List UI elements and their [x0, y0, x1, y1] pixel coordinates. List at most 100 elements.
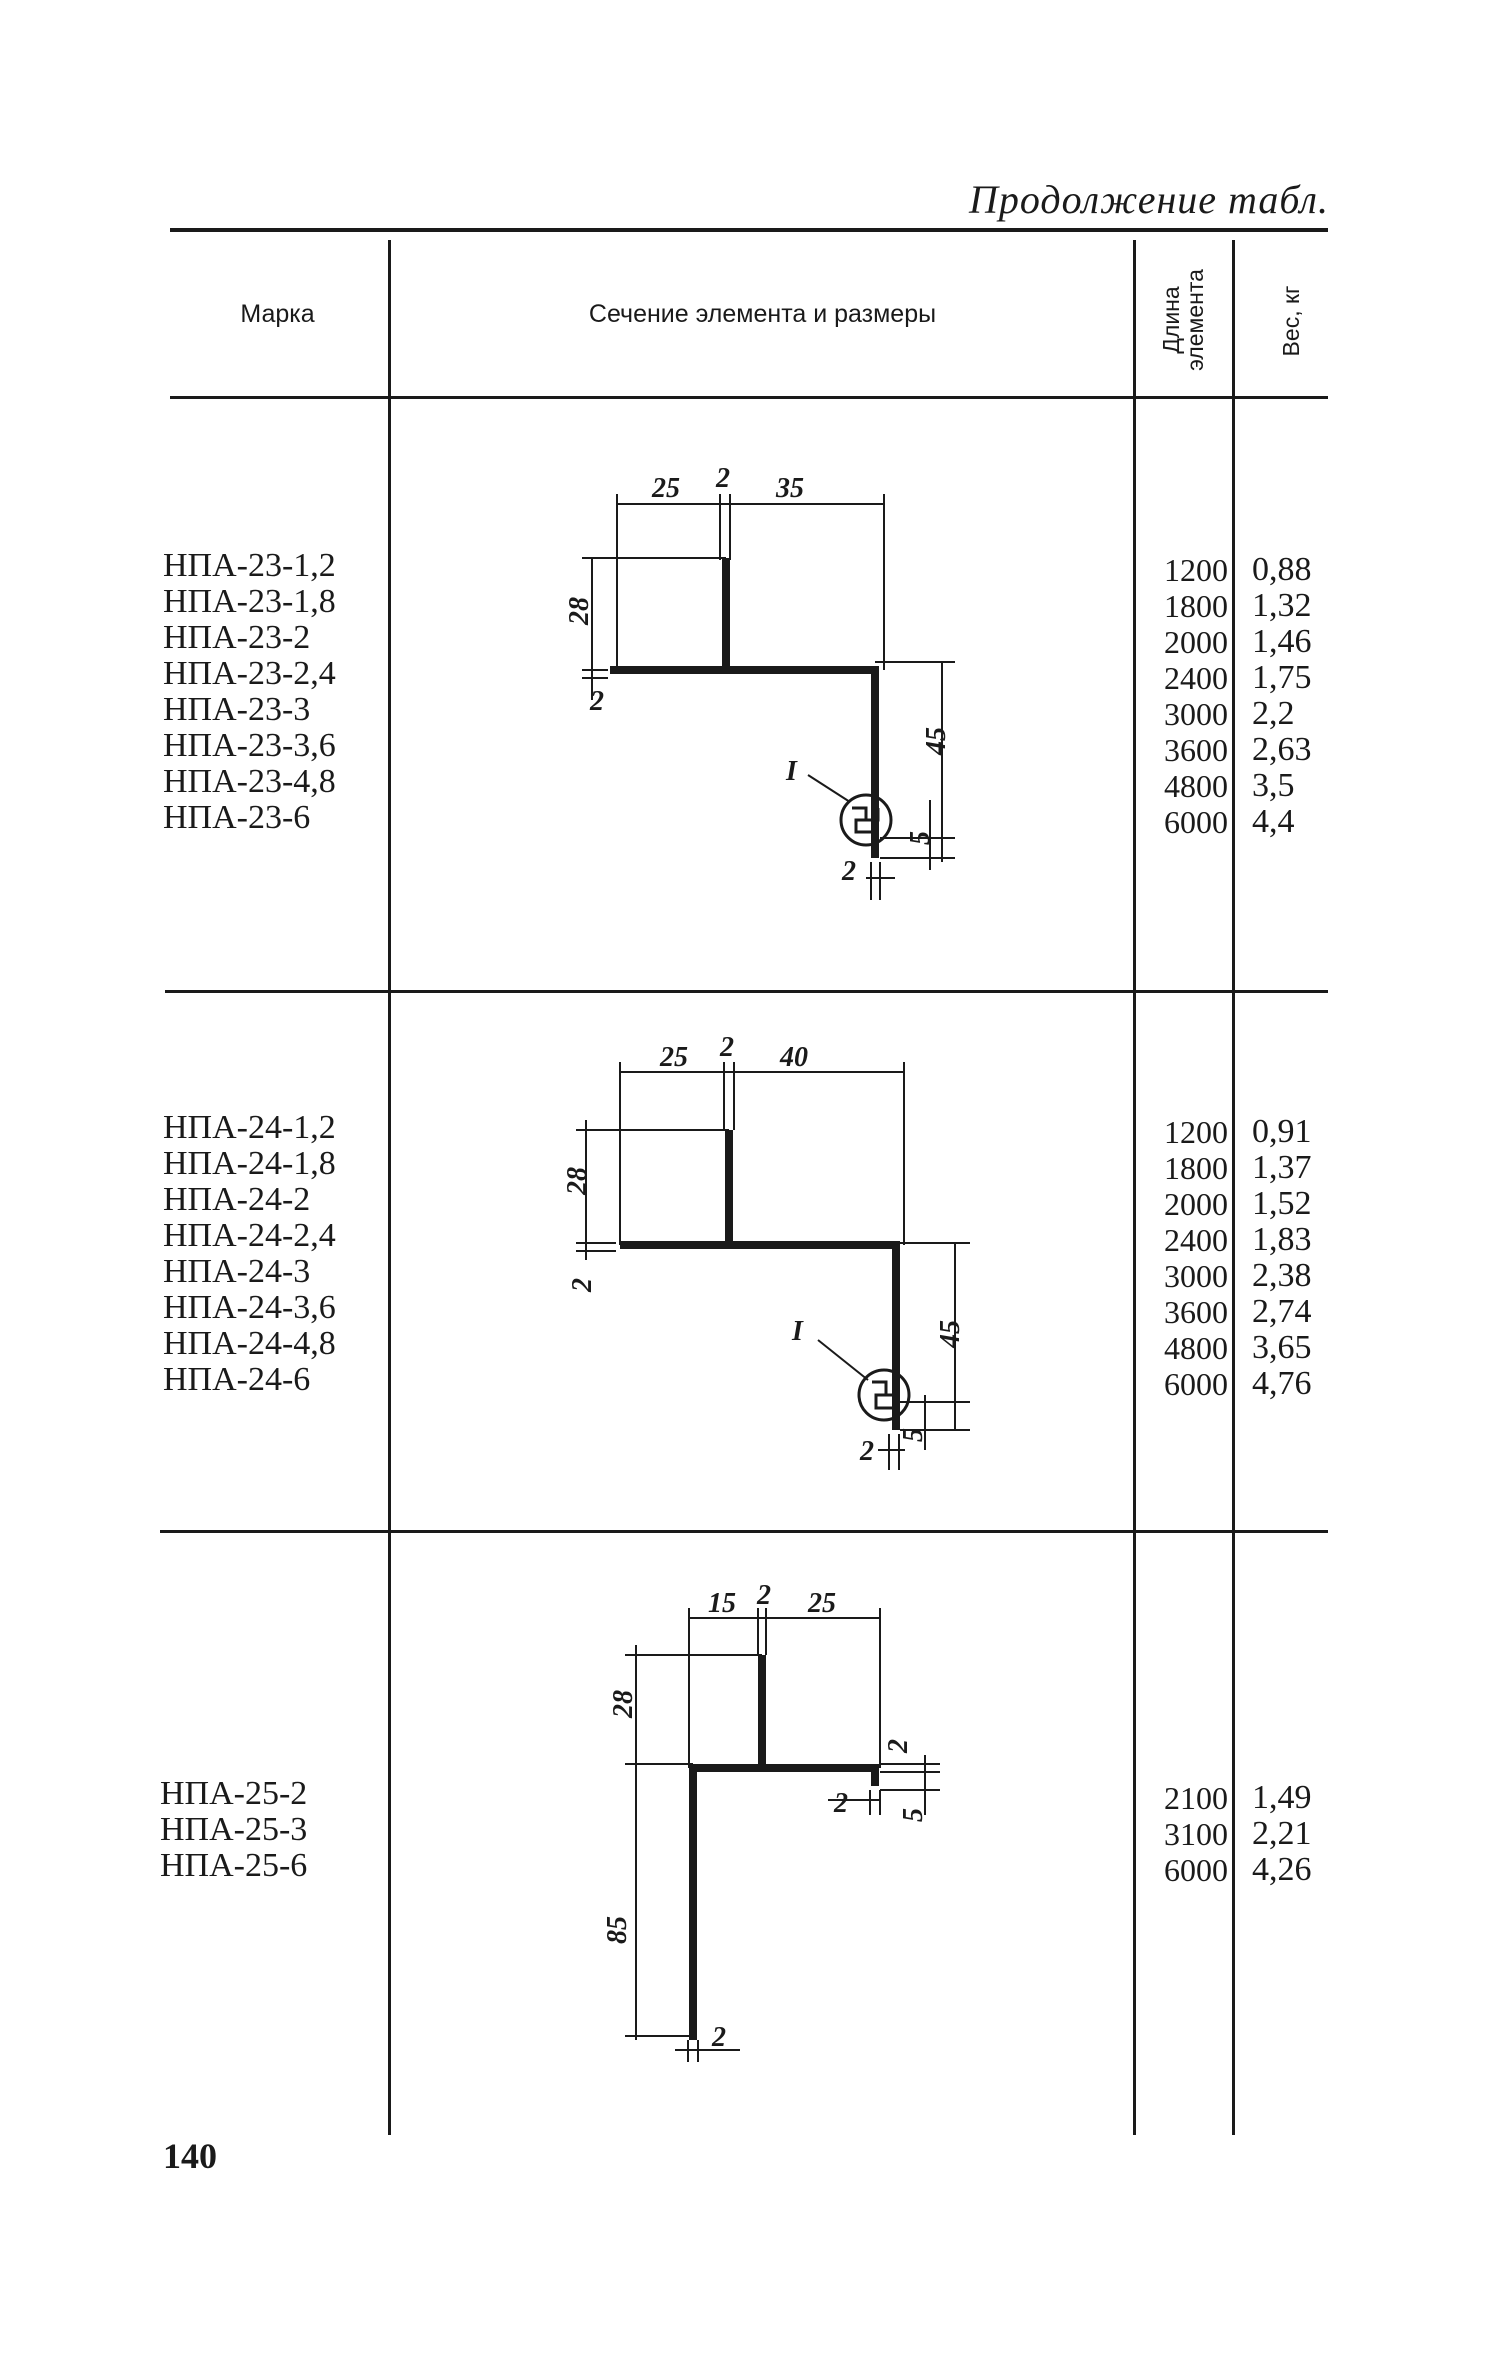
weight-cell: 4,76: [1252, 1365, 1312, 1402]
mark-cell: НПА-23-3,6: [163, 727, 336, 764]
dim-label: 85: [602, 1916, 633, 1944]
mark-cell: НПА-23-6: [163, 799, 311, 836]
row3-section-drawing: 15 2 25 28 2 2 5 85 2: [602, 1580, 940, 2062]
dim-label: 25: [659, 1042, 688, 1073]
dimension-lines: [576, 1062, 970, 1470]
dim-label: 5: [905, 831, 936, 845]
dim-label: 25: [651, 473, 680, 504]
header-length: Длина элемента: [1158, 225, 1208, 415]
row-divider-2: [160, 1530, 1328, 1533]
dim-label: 15: [708, 1588, 736, 1619]
row3-lengths: 2100 3100 6000: [1140, 1780, 1228, 1888]
dim-label: 28: [562, 1167, 593, 1196]
dim-label: 28: [608, 1690, 639, 1719]
column-rule-length: [1232, 240, 1235, 2135]
row1-lengths: 1200 1800 2000 2400 3000 3600 4800 6000: [1140, 552, 1228, 840]
dim-label: 2: [715, 463, 730, 494]
row3-weights: 1,49 2,21 4,26: [1252, 1780, 1312, 1888]
mark-cell: НПА-24-1,8: [163, 1145, 336, 1182]
length-cell: 6000: [1164, 1366, 1228, 1402]
length-cell: 2400: [1164, 1222, 1228, 1258]
mark-cell: НПА-24-3: [163, 1253, 311, 1290]
mark-cell: НПА-24-6: [163, 1361, 311, 1398]
length-cell: 4800: [1164, 768, 1228, 804]
dim-label: 35: [775, 473, 804, 504]
mark-cell: НПА-23-1,2: [163, 547, 336, 584]
dim-label: 25: [807, 1588, 836, 1619]
page-number: 140: [163, 2136, 217, 2176]
mark-cell: НПА-23-2,4: [163, 655, 336, 692]
weight-cell: 4,4: [1252, 803, 1295, 840]
weight-cell: 0,91: [1252, 1113, 1312, 1150]
row1-section-drawing: 25 2 35 28 2 45 5 2 I: [564, 463, 955, 900]
weight-cell: 1,52: [1252, 1185, 1312, 1222]
mark-cell: НПА-25-6: [160, 1847, 308, 1884]
weight-cell: 3,65: [1252, 1329, 1312, 1366]
detail-circle: [857, 1368, 911, 1422]
header-mark: Марка: [240, 300, 315, 328]
mark-cell: НПА-23-1,8: [163, 583, 336, 620]
weight-cell: 4,26: [1252, 1851, 1312, 1888]
dim-label: 2: [719, 1032, 734, 1063]
row1-marks: НПА-23-1,2 НПА-23-1,8 НПА-23-2 НПА-23-2,…: [163, 548, 336, 836]
detail-label: I: [791, 1316, 804, 1347]
length-cell: 3100: [1164, 1816, 1228, 1852]
mark-cell: НПА-23-3: [163, 691, 311, 728]
header-bottom-rule: [170, 396, 1328, 399]
dim-label: 2: [883, 1739, 914, 1754]
detail-lock: [852, 806, 880, 834]
length-cell: 2000: [1164, 624, 1228, 660]
mark-cell: НПА-23-4,8: [163, 763, 336, 800]
dim-label: 2: [589, 686, 604, 717]
header-length-line2: элемента: [1182, 269, 1208, 371]
column-rule-mark: [388, 240, 391, 2135]
weight-cell: 2,63: [1252, 731, 1312, 768]
table-top-rule: [170, 228, 1328, 232]
dim-label: 2: [567, 1278, 598, 1293]
mark-cell: НПА-25-2: [160, 1775, 308, 1812]
dim-label: 45: [935, 1320, 966, 1349]
weight-cell: 3,5: [1252, 767, 1295, 804]
profile-stroke: [722, 558, 879, 858]
detail-circle: [839, 793, 893, 847]
dim-label: 2: [711, 2022, 726, 2053]
mark-cell: НПА-24-2,4: [163, 1217, 336, 1254]
weight-cell: 2,74: [1252, 1293, 1312, 1330]
length-cell: 6000: [1164, 1852, 1228, 1888]
weight-cell: 1,37: [1252, 1149, 1312, 1186]
length-cell: 1200: [1164, 552, 1228, 588]
row1-weights: 0,88 1,32 1,46 1,75 2,2 2,63 3,5 4,4: [1252, 552, 1312, 840]
mark-cell: НПА-24-2: [163, 1181, 311, 1218]
length-cell: 1800: [1164, 1150, 1228, 1186]
row2-lengths: 1200 1800 2000 2400 3000 3600 4800 6000: [1140, 1114, 1228, 1402]
weight-cell: 1,49: [1252, 1779, 1312, 1816]
header-section: Сечение элемента и размеры: [588, 300, 937, 328]
length-cell: 6000: [1164, 804, 1228, 840]
table-continuation-caption: Продолжение табл.: [968, 177, 1329, 222]
length-cell: 2400: [1164, 660, 1228, 696]
profile-stroke: [725, 1130, 900, 1430]
dim-label: 2: [756, 1580, 771, 1611]
row2-marks: НПА-24-1,2 НПА-24-1,8 НПА-24-2 НПА-24-2,…: [163, 1110, 336, 1398]
header-weight: Вес, кг: [1278, 285, 1304, 357]
dimension-lines: [582, 494, 955, 900]
dim-label: 40: [779, 1042, 808, 1073]
length-cell: 1200: [1164, 1114, 1228, 1150]
weight-cell: 1,32: [1252, 587, 1312, 624]
mark-cell: НПА-24-3,6: [163, 1289, 336, 1326]
length-cell: 4800: [1164, 1330, 1228, 1366]
dim-label: 2: [833, 1788, 848, 1819]
header-length-line1: Длина: [1158, 286, 1184, 354]
dim-label: 5: [898, 1428, 929, 1442]
length-cell: 1800: [1164, 588, 1228, 624]
length-cell: 3000: [1164, 696, 1228, 732]
mark-cell: НПА-24-1,2: [163, 1109, 336, 1146]
dim-label: 2: [841, 856, 856, 887]
dimension-lines: [625, 1608, 940, 2062]
dim-label: 5: [898, 1808, 929, 1822]
length-cell: 3600: [1164, 732, 1228, 768]
mark-cell: НПА-25-3: [160, 1811, 308, 1848]
mark-cell: НПА-23-2: [163, 619, 311, 656]
mark-cell: НПА-24-4,8: [163, 1325, 336, 1362]
weight-cell: 2,38: [1252, 1257, 1312, 1294]
